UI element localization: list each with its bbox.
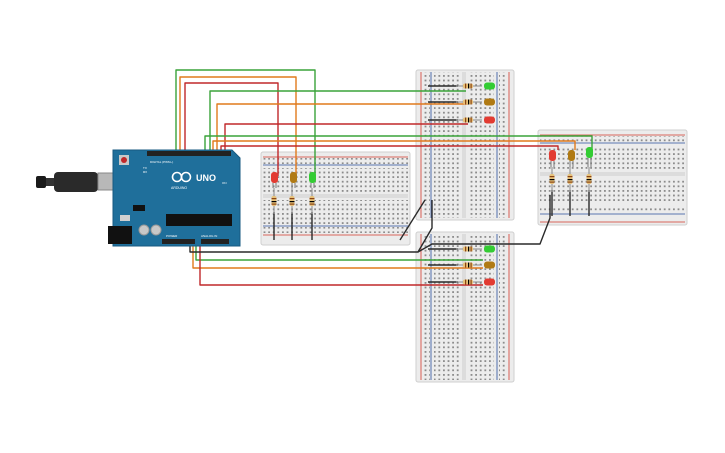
resistor[interactable] (586, 167, 592, 192)
wire-orange-left[interactable] (179, 76, 297, 178)
wire-green-top[interactable] (209, 90, 466, 155)
led-red-north[interactable] (484, 116, 495, 124)
led-yellow-west[interactable] (290, 172, 297, 188)
resistors (271, 83, 592, 285)
wire-green-right[interactable] (204, 135, 593, 155)
leds (271, 82, 593, 286)
power-label: POWER (166, 234, 178, 238)
resistor[interactable] (456, 262, 482, 268)
breadboard-top[interactable] (415, 69, 515, 221)
wire-red-bottom[interactable] (199, 240, 483, 286)
resistor[interactable] (456, 83, 482, 89)
power-header[interactable] (162, 239, 195, 244)
resistor[interactable] (309, 188, 315, 214)
rx-label: RX (143, 170, 147, 174)
led-red-south[interactable] (484, 278, 495, 286)
wire-ground-right[interactable] (417, 195, 551, 253)
led-yellow-north[interactable] (484, 98, 495, 106)
analog-header[interactable] (201, 239, 229, 244)
usb-cable[interactable] (36, 172, 125, 192)
led-green-north[interactable] (484, 82, 495, 90)
wire-green-bottom[interactable] (195, 240, 483, 261)
digital-label: DIGITAL (PWM~) (150, 160, 173, 164)
led-green-south[interactable] (484, 245, 495, 253)
on-label: ON (222, 181, 227, 185)
analog-label: ANALOG IN (201, 234, 217, 238)
led-yellow-east[interactable] (568, 150, 575, 167)
resistor[interactable] (549, 167, 555, 192)
wire-orange-right[interactable] (212, 140, 576, 155)
breadboard-right[interactable] (537, 129, 688, 226)
tx-label: TX (143, 166, 147, 170)
led-green-west[interactable] (309, 172, 316, 188)
led-yellow-south[interactable] (484, 261, 495, 269)
arduino-logo (171, 171, 192, 183)
wire-green-left[interactable] (175, 69, 316, 176)
power-jack[interactable] (108, 226, 132, 244)
led-green-east[interactable] (586, 147, 593, 167)
brand-label: ARDUINO (171, 186, 187, 190)
led-red-west[interactable] (271, 172, 278, 188)
led-red-east[interactable] (549, 150, 556, 167)
resistor[interactable] (567, 167, 573, 192)
wire-ground-left[interactable] (399, 199, 426, 241)
breadboard-left[interactable] (260, 151, 411, 246)
resistor[interactable] (456, 99, 482, 105)
resistor[interactable] (271, 188, 277, 214)
wire-red-top[interactable] (224, 123, 468, 155)
breadboard-bottom[interactable] (415, 231, 515, 383)
wire-red-left[interactable] (184, 82, 279, 176)
model-label: UNO (196, 173, 216, 183)
wire-orange-bottom[interactable] (192, 240, 483, 269)
digital-header[interactable] (147, 151, 231, 156)
resistor[interactable] (456, 246, 482, 252)
resistor[interactable] (289, 188, 295, 214)
resistor[interactable] (456, 279, 482, 285)
resistor[interactable] (456, 117, 482, 123)
arduino-uno-board[interactable]: UNO ARDUINO DIGITAL (PWM~) ANALOG IN POW… (108, 149, 241, 247)
atmega-chip (166, 214, 232, 226)
wire-orange-top[interactable] (216, 103, 468, 155)
